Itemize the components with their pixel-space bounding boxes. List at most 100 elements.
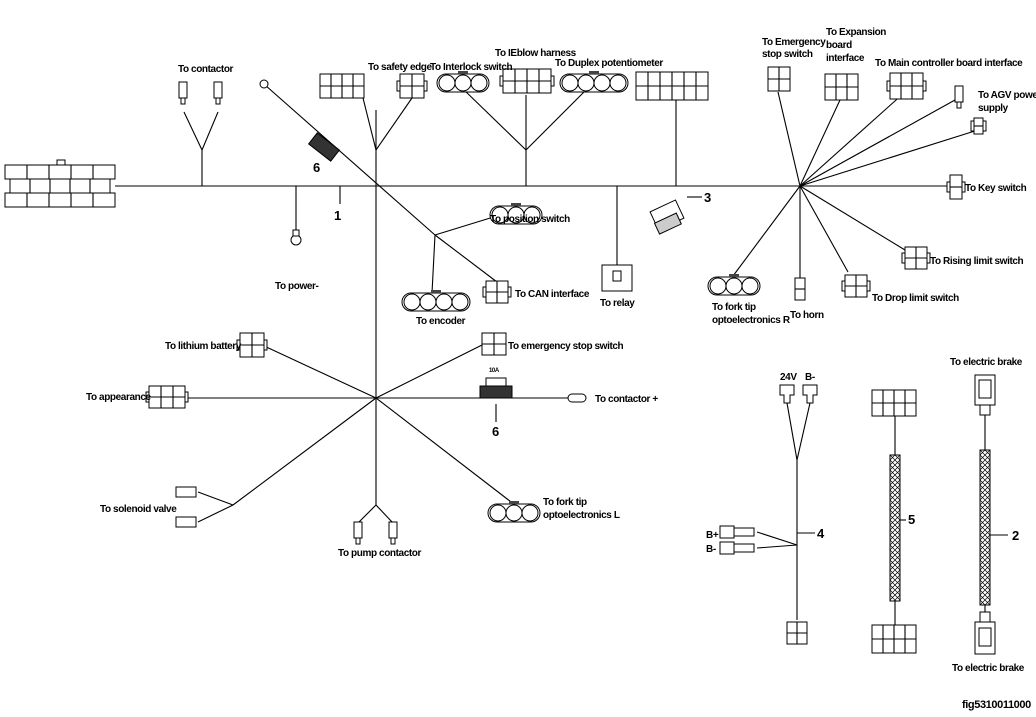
wire <box>197 491 234 506</box>
agv-power-terminal-1 <box>954 85 964 109</box>
item4-bottom-connector <box>786 621 808 645</box>
key-switch-connector-latch <box>961 181 966 193</box>
estop-switch-top-connector <box>767 66 791 92</box>
main-controller-connector <box>886 72 927 100</box>
relay-slot <box>612 270 622 282</box>
rising-limit-connector-latch <box>926 252 931 264</box>
contactor-terminal-2 <box>213 81 223 105</box>
main-controller-connector-latch <box>886 80 891 92</box>
figure-id: fig5310011000 <box>962 699 1031 711</box>
main-connector-row1 <box>4 164 116 180</box>
forktip-r-connector-pin <box>741 277 759 295</box>
label-lithium: To lithium battery <box>165 341 242 352</box>
main-connector-key <box>56 159 66 166</box>
callout-2: 2 <box>1012 528 1019 543</box>
battery-lug-bminus <box>802 384 818 404</box>
drop-limit-connector-latch <box>841 280 846 292</box>
label-key-switch: To Key switch <box>965 183 1027 194</box>
duplex-potentiometer-connector-pin <box>593 74 611 92</box>
callout-1: 1 <box>334 208 341 223</box>
can-interface-connector <box>482 280 512 304</box>
wire <box>799 99 956 187</box>
wire <box>375 504 394 524</box>
label-forktip-l: To fork tip <box>543 497 587 508</box>
safety-edge-connector-latch <box>423 80 428 92</box>
callout-6-bottom: 6 <box>492 424 499 439</box>
pump-contactor-terminal-2-pin <box>390 537 396 545</box>
wire <box>197 504 234 523</box>
wire <box>431 234 436 294</box>
label-bminus: B- <box>706 544 716 555</box>
label-expansion-3: interface <box>826 53 865 64</box>
label-bplus: B+ <box>706 530 719 541</box>
pump-contactor-terminal-2-body <box>388 521 398 539</box>
wire <box>201 111 219 151</box>
ring-terminal <box>259 79 269 89</box>
lithium-battery-connector-latch <box>263 339 268 351</box>
contactor-terminal-1 <box>178 81 188 105</box>
position-switch-connector-key <box>511 203 521 206</box>
label-contactor-plus: To contactor + <box>595 394 658 405</box>
label-ieblow: To IEblow harness <box>495 48 577 59</box>
item5-top-connector <box>871 389 917 417</box>
lithium-battery-connector-latch <box>236 339 241 351</box>
brake-top-window <box>978 379 992 399</box>
label-drop-limit: To Drop limit switch <box>872 293 959 304</box>
wire <box>799 129 979 187</box>
relay-module-3-base <box>653 212 682 235</box>
position-switch-connector-pin <box>523 206 541 224</box>
wire <box>434 214 501 236</box>
wire <box>362 97 377 151</box>
label-bminus-top: B- <box>805 372 815 383</box>
main-connector-row3-body <box>4 192 116 208</box>
forktip-l-connector-pin <box>489 504 507 522</box>
brake-bottom-window <box>978 627 992 647</box>
duplex-potentiometer-connector-pin <box>561 74 579 92</box>
relay-connector <box>601 264 633 292</box>
fuse-holder-6-top <box>307 132 341 162</box>
wire <box>461 87 527 151</box>
main-connector-row3 <box>4 192 116 208</box>
item5-bottom-connector <box>871 624 917 654</box>
connectors <box>4 66 996 655</box>
wire <box>375 344 483 399</box>
label-brake-bottom: To electric brake <box>952 663 1025 674</box>
wire <box>799 185 906 251</box>
forktip-r-connector-pin <box>709 277 727 295</box>
lithium-battery-connector <box>236 332 268 358</box>
encoder-connector-pin <box>451 293 469 311</box>
label-estop-top-2: stop switch <box>762 49 813 60</box>
interlock-switch-connector-pin <box>454 74 472 92</box>
pump-contactor-terminal-2 <box>388 521 398 545</box>
interlock-switch-connector <box>436 71 490 93</box>
label-interlock: To Interlock switch <box>430 62 513 73</box>
item5-braided-sleeve <box>889 454 901 602</box>
label-agv-2: supply <box>978 103 1009 114</box>
drop-limit-connector <box>841 274 871 298</box>
callout-4: 4 <box>817 526 825 541</box>
encoder-connector-pin <box>435 293 453 311</box>
interlock-switch-connector-pin <box>470 74 488 92</box>
battery-lug-24v <box>779 384 795 404</box>
forktip-r-connector <box>707 274 761 296</box>
callout-3: 3 <box>704 190 711 205</box>
main-connector-row2-body <box>9 178 111 194</box>
estop-switch-low-connector <box>481 332 507 356</box>
wire <box>756 531 798 546</box>
interlock-switch-connector-key <box>458 71 468 74</box>
forktip-l-connector-pin <box>505 504 523 522</box>
wire <box>799 99 841 187</box>
wire <box>796 402 811 461</box>
wire <box>375 97 413 151</box>
pump-contactor-terminal-1-pin <box>355 537 361 545</box>
label-solenoid: To solenoid valve <box>100 504 177 515</box>
label-main-controller: To Main controller board interface <box>875 58 1023 69</box>
wire <box>525 87 589 151</box>
brake-bottom-boot <box>979 611 991 623</box>
agv-power-terminal-2 <box>970 117 987 135</box>
label-encoder: To encoder <box>416 316 466 327</box>
relay-body <box>601 264 633 292</box>
wire <box>777 91 801 187</box>
lug <box>802 384 818 404</box>
fuse-10a <box>485 377 507 387</box>
